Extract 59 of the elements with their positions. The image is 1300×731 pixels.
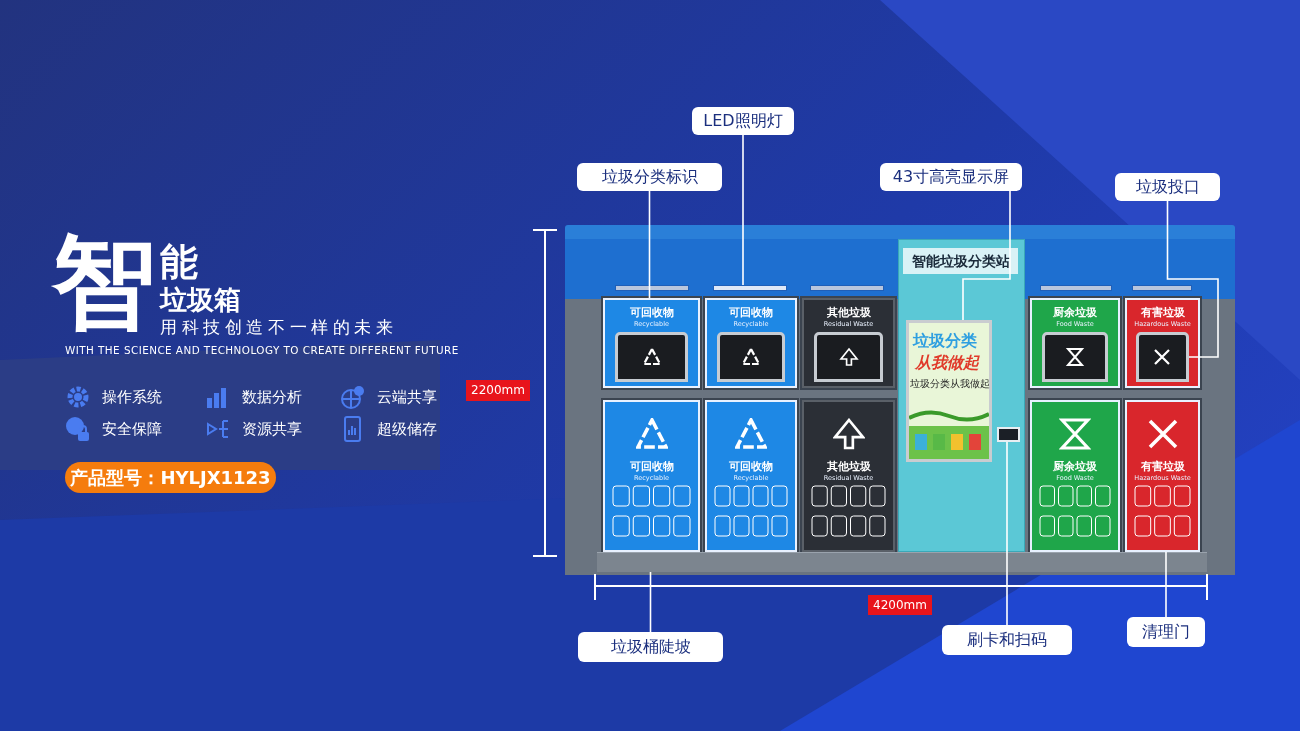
bin-door-panel [802,400,895,552]
heading-text: 能 [160,240,198,284]
model-badge: 产品型号：HYLJX1123 [65,462,276,493]
leader-line [742,134,744,286]
bin-label: 其他垃圾 [825,306,872,320]
callout-label: 垃圾分类标识 [577,163,722,191]
led-strip [713,285,787,291]
display-screen [906,320,992,462]
bin-label: 可回收物 [628,460,675,474]
bin-door-panel [1125,400,1200,552]
bin-lid-panel [603,298,700,388]
sign-text: 智能垃圾分类站 [910,252,1011,271]
feature-text: 操作系统 [102,387,162,407]
bin-label: 有害垃圾 [1139,460,1186,474]
feature-text: 安全保障 [102,419,162,439]
card-reader [997,427,1020,442]
bin-lid-panel [1030,298,1120,388]
callout-label: 43寸高亮显示屏 [880,163,1022,191]
slot-opening [1136,332,1189,382]
callout-label: 垃圾桶陡坡 [578,632,723,662]
heading-text: 垃圾箱 [160,284,241,316]
poster-text: 垃圾分类 [913,331,977,351]
slogan-text: WITH THE SCIENCE AND TECHNOLOGY TO CREATE DIFFERENT FUTURE [65,343,459,357]
callout-label: LED照明灯 [692,107,794,135]
feature-text: 数据分析 [242,387,302,407]
bin-label: 有害垃圾 [1139,306,1186,320]
bin-label: 可回收物 [728,460,774,474]
poster-text: 从我做起 [915,353,979,373]
heading-character: 智 [52,222,156,342]
slogan-text: 用科技创造不一样的未来 [160,316,398,338]
bin-lid-panel [705,298,797,388]
bin-label: 其他垃圾 [825,460,872,474]
leader-line [649,571,652,633]
callout-label: 刷卡和扫码 [942,625,1072,655]
bin-lid-panel [802,298,895,388]
leader-line [1166,200,1219,358]
bin-label: 可回收物 [628,306,675,320]
leader-line [1165,551,1167,618]
poster-text: 垃圾分类从我做起 [910,378,990,390]
bin-lid-panel [1125,298,1200,388]
feature-text: 云端共享 [377,387,437,407]
bin-door-panel [603,400,700,552]
leader-line [648,190,651,299]
dimension-label: 4200mm [868,595,932,615]
ramp-base [597,552,1207,572]
feature-text: 超级储存 [377,419,437,439]
leader-line [1006,441,1008,626]
bin-label: 可回收物 [728,306,774,320]
leader-line [962,190,1011,321]
bin-door-panel [1030,400,1120,552]
dimension-label: 2200mm [466,380,530,401]
cabinet-drawing [565,225,1235,575]
station-sign [903,248,1018,274]
feature-text: 资源共享 [242,419,302,439]
bin-label: 厨余垃圾 [1052,306,1098,320]
bin-label: 厨余垃圾 [1052,460,1098,474]
bin-door-panel [705,400,797,552]
callout-label: 垃圾投口 [1115,173,1220,201]
callout-label: 清理门 [1127,617,1205,647]
